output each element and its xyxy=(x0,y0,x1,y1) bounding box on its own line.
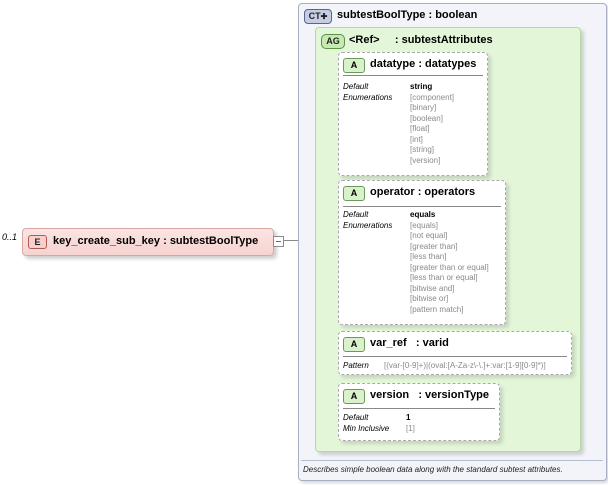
enum-value: [greater than or equal] xyxy=(410,262,489,272)
enum-value: [binary] xyxy=(410,103,437,112)
enum-value: [greater than] xyxy=(410,241,458,251)
attribute-group-title: <Ref> : subtestAttributes xyxy=(349,34,493,46)
attribute-badge: A xyxy=(343,186,365,201)
prop-label-enumerations: Enumerations xyxy=(343,92,393,102)
attribute-var-ref[interactable]: A var_ref : varid Pattern [(var-[0-9]+)|… xyxy=(338,331,572,375)
attribute-title: version : versionType xyxy=(370,389,489,401)
attribute-operator[interactable]: A operator : operators Default equals En… xyxy=(338,180,506,325)
attribute-separator xyxy=(343,206,501,207)
attribute-type: : varid xyxy=(415,337,449,349)
attribute-badge: A xyxy=(343,389,365,404)
plus-icon: ✚ xyxy=(320,12,328,21)
attribute-separator xyxy=(343,408,495,409)
attribute-name: version xyxy=(370,389,410,401)
enum-value: [less than or equal] xyxy=(410,273,478,282)
attribute-datatype[interactable]: A datatype : datatypes Default string En… xyxy=(338,52,488,176)
attribute-badge: A xyxy=(343,337,365,352)
attribute-title: operator : operators xyxy=(370,186,475,198)
enum-value: [component] xyxy=(410,92,455,102)
prop-label-enumerations: Enumerations xyxy=(343,220,393,230)
attribute-name: datatype xyxy=(370,58,416,70)
prop-value-default: string xyxy=(410,82,433,91)
complex-type-badge: CT✚ xyxy=(304,9,332,24)
attribute-name: operator xyxy=(370,186,415,198)
attribute-separator xyxy=(343,75,483,76)
element-badge: E xyxy=(28,235,47,249)
complex-type-description: Describes simple boolean data along with… xyxy=(303,465,563,474)
element-title: key_create_sub_key : subtestBoolType xyxy=(53,235,258,247)
enum-value: [less than] xyxy=(410,252,447,261)
prop-label-default: Default xyxy=(343,82,369,91)
element-connector xyxy=(274,240,298,241)
prop-value-min-inclusive: [1] xyxy=(406,423,415,433)
complex-type-title: subtestBoolType : boolean xyxy=(337,9,477,21)
attribute-separator xyxy=(343,356,567,357)
prop-label-default: Default xyxy=(343,413,369,422)
enum-value: [bitwise or] xyxy=(410,294,449,303)
element-type: : subtestBoolType xyxy=(163,235,259,247)
attribute-badge: A xyxy=(343,58,365,73)
complex-type-base: : boolean xyxy=(428,9,478,21)
attribute-name: var_ref xyxy=(370,337,407,349)
prop-label-min-inclusive: Min Inclusive xyxy=(343,423,390,433)
enum-value: [float] xyxy=(410,124,430,133)
complex-type-name: subtestBoolType xyxy=(337,9,426,21)
attribute-group-name: <Ref> xyxy=(349,34,380,46)
attribute-group-ref: : subtestAttributes xyxy=(394,34,493,46)
enum-value: [boolean] xyxy=(410,113,443,123)
attribute-version[interactable]: A version : versionType Default 1 Min In… xyxy=(338,383,500,441)
prop-value-default: equals xyxy=(410,210,436,219)
enum-value: [version] xyxy=(410,155,441,165)
occurrence-label: 0..1 xyxy=(2,232,18,242)
prop-label-default: Default xyxy=(343,210,369,219)
element-name: key_create_sub_key xyxy=(53,235,161,247)
enum-value: [equals] xyxy=(410,220,439,230)
collapse-icon xyxy=(276,241,281,242)
description-separator xyxy=(301,460,603,461)
prop-value-default: 1 xyxy=(406,413,411,422)
enum-value: [pattern match] xyxy=(410,304,464,314)
prop-label-pattern: Pattern xyxy=(343,361,369,370)
enum-value: [int] xyxy=(410,134,423,144)
complex-type-badge-label: CT xyxy=(308,11,321,21)
attribute-title: datatype : datatypes xyxy=(370,58,476,70)
attribute-type: : versionType xyxy=(418,389,490,401)
enum-value: [string] xyxy=(410,145,435,154)
enum-value: [bitwise and] xyxy=(410,283,455,293)
element-node-key-create-sub-key[interactable]: E key_create_sub_key : subtestBoolType xyxy=(22,228,284,256)
attribute-title: var_ref : varid xyxy=(370,337,449,349)
enum-value: [not equal] xyxy=(410,231,448,240)
attribute-group-badge: AG xyxy=(321,34,345,49)
expand-toggle[interactable] xyxy=(273,236,284,247)
prop-value-pattern: [(var-[0-9]+)|(oval:[A-Za-z\-\.]+:var:[1… xyxy=(384,361,546,370)
attribute-type: : datatypes xyxy=(418,58,477,70)
attribute-type: : operators xyxy=(417,186,476,198)
